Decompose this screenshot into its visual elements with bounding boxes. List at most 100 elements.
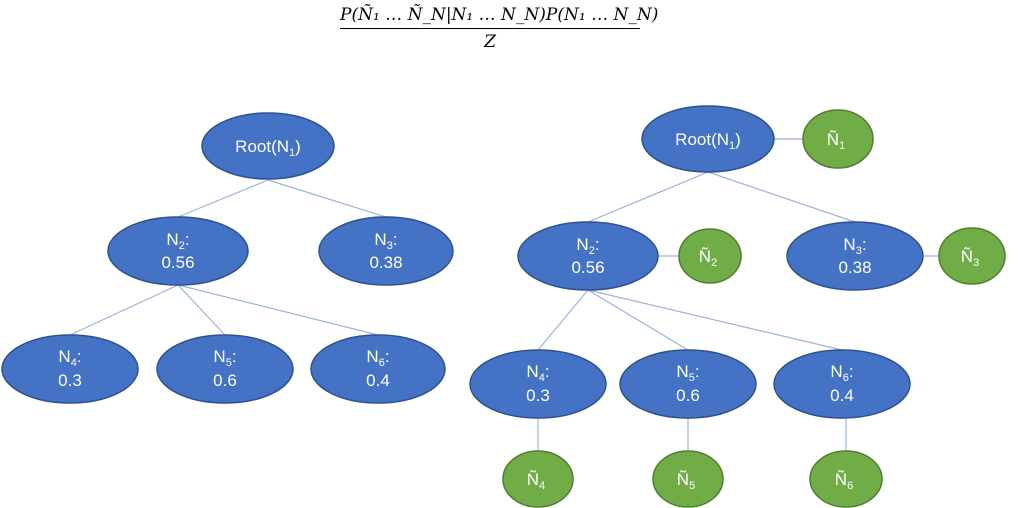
right-edge-n2-n6 — [587, 289, 843, 351]
svg-text:Ñ4: Ñ4 — [527, 470, 545, 492]
svg-text:N4:: N4: — [58, 347, 81, 369]
right-n4-value: 0.3 — [526, 386, 550, 405]
observation-node-4: Ñ4 — [502, 450, 574, 508]
left-edge-n2-n4 — [69, 284, 179, 336]
svg-text:N6:: N6: — [830, 362, 853, 384]
right-n2-label: N — [576, 235, 588, 254]
left-n4-label: N — [58, 347, 70, 366]
left-root-sub: 1 — [289, 147, 295, 159]
left-n5-sub: 5 — [226, 357, 232, 369]
svg-text:Ñ2: Ñ2 — [699, 247, 717, 269]
svg-text:N3:: N3: — [843, 235, 866, 257]
svg-text:N4:: N4: — [526, 362, 549, 384]
right-n4-sub: 4 — [539, 372, 545, 384]
left-n2-sub: 2 — [179, 240, 185, 252]
svg-text:N3:: N3: — [374, 230, 397, 252]
svg-text:N2:: N2: — [576, 235, 599, 257]
right-n3-value: 0.38 — [838, 258, 871, 277]
svg-text:Ñ1: Ñ1 — [827, 130, 845, 152]
left-tree-edges — [69, 179, 387, 336]
obs1-label: Ñ — [827, 130, 839, 149]
right-n6-value: 0.4 — [830, 386, 854, 405]
left-n2-value: 0.56 — [161, 253, 194, 272]
svg-text:Ñ6: Ñ6 — [835, 470, 853, 492]
obs4-label: Ñ — [527, 470, 539, 489]
obs3-sub: 3 — [973, 257, 979, 269]
right-n3-sub: 3 — [856, 245, 862, 257]
left-root-close: ) — [295, 137, 301, 156]
obs6-label: Ñ — [835, 470, 847, 489]
left-n2-node: N2: 0.56 — [107, 216, 249, 286]
left-n5-label: N — [213, 347, 225, 366]
obs6-sub: 6 — [847, 480, 853, 492]
svg-text:Root(N1): Root(N1) — [235, 137, 301, 159]
right-edge-root-n2 — [587, 171, 709, 223]
left-n6-node: N6: 0.4 — [310, 334, 446, 404]
left-n6-value: 0.4 — [366, 371, 390, 390]
fraction-bar — [340, 28, 640, 29]
left-n3-node: N3: 0.38 — [318, 216, 454, 286]
left-edge-n2-n5 — [177, 284, 226, 336]
right-n4-label: N — [526, 362, 538, 381]
left-n6-label: N — [366, 347, 378, 366]
svg-text:N5:: N5: — [676, 362, 699, 384]
right-n5-label: N — [676, 362, 688, 381]
left-n4-value: 0.3 — [58, 371, 82, 390]
obs3-label: Ñ — [961, 247, 973, 266]
obs1-sub: 1 — [839, 140, 845, 152]
left-n3-sub: 3 — [387, 240, 393, 252]
right-edge-n2-n4 — [537, 289, 589, 351]
svg-text:Root(N1): Root(N1) — [675, 130, 741, 152]
right-n2-value: 0.56 — [571, 258, 604, 277]
right-n5-sub: 5 — [689, 372, 695, 384]
observation-node-6: Ñ6 — [809, 450, 883, 508]
left-edge-root-n2 — [177, 179, 269, 218]
obs2-sub: 2 — [711, 257, 717, 269]
right-root-label: Root(N — [675, 130, 729, 149]
right-n3-node: N3: 0.38 — [786, 221, 924, 291]
left-edge-n2-n6 — [177, 284, 379, 336]
left-n3-label: N — [374, 230, 386, 249]
left-root-node: Root(N1) — [201, 112, 335, 180]
left-root-label: Root(N — [235, 137, 289, 156]
left-n6-sub: 6 — [379, 357, 385, 369]
svg-text:Ñ3: Ñ3 — [961, 247, 979, 269]
right-n4-node: N4: 0.3 — [469, 349, 607, 419]
formula-numerator: P(Ñ₁ … Ñ_N|N₁ … N_N)P(N₁ … N_N) — [340, 5, 659, 25]
left-n5-node: N5: 0.6 — [156, 334, 294, 404]
left-n3-value: 0.38 — [369, 253, 402, 272]
observation-node-2: Ñ2 — [678, 228, 742, 284]
right-n2-sub: 2 — [589, 245, 595, 257]
right-edge-n2-n5 — [587, 289, 689, 351]
obs5-sub: 5 — [689, 480, 695, 492]
left-n4-node: N4: 0.3 — [1, 334, 139, 404]
obs5-label: Ñ — [677, 470, 689, 489]
right-root-sub: 1 — [729, 140, 735, 152]
right-tree-edges — [537, 138, 939, 452]
right-root-node: Root(N1) — [641, 105, 775, 173]
left-n4-sub: 4 — [71, 357, 77, 369]
svg-text:N5:: N5: — [213, 347, 236, 369]
svg-text:N2:: N2: — [166, 230, 189, 252]
posterior-formula: P(Ñ₁ … Ñ_N|N₁ … N_N)P(N₁ … N_N) Z — [340, 4, 659, 53]
svg-text:N6:: N6: — [366, 347, 389, 369]
observation-node-3: Ñ3 — [938, 227, 1006, 285]
observation-node-1: Ñ1 — [802, 109, 874, 169]
right-edge-root-n3 — [707, 171, 856, 223]
left-n5-value: 0.6 — [213, 371, 237, 390]
right-n5-node: N5: 0.6 — [619, 349, 757, 419]
right-n6-node: N6: 0.4 — [773, 349, 911, 419]
left-edge-root-n3 — [267, 179, 387, 218]
right-n6-sub: 6 — [843, 372, 849, 384]
obs4-sub: 4 — [539, 480, 545, 492]
right-root-close: ) — [735, 130, 741, 149]
observation-node-5: Ñ5 — [652, 450, 724, 508]
obs2-label: Ñ — [699, 247, 711, 266]
right-n6-label: N — [830, 362, 842, 381]
left-n2-label: N — [166, 230, 178, 249]
right-n2-node: N2: 0.56 — [517, 221, 659, 291]
formula-denominator: Z — [484, 32, 496, 52]
right-n3-label: N — [843, 235, 855, 254]
right-n5-value: 0.6 — [676, 386, 700, 405]
